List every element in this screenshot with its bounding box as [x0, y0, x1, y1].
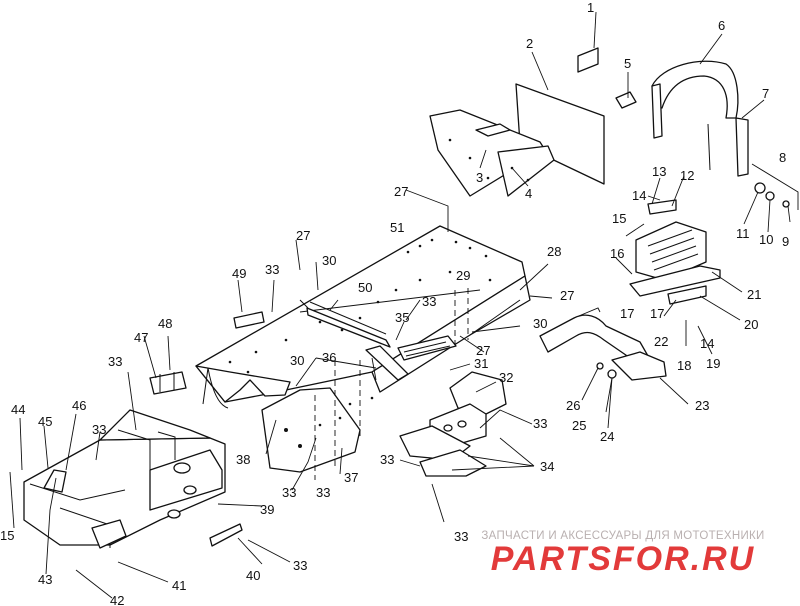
callout-5: 5: [624, 56, 631, 71]
callout-13: 13: [652, 164, 666, 179]
callout-14-bottom: 14: [700, 336, 714, 351]
callout-22: 22: [654, 334, 668, 349]
callout-2: 2: [526, 36, 533, 51]
callout-48: 48: [158, 316, 172, 331]
watermark-logo: PARTSFOR.RU: [490, 540, 756, 578]
callout-33-i: 33: [454, 529, 468, 544]
callout-33-f: 33: [380, 452, 394, 467]
rear-flap-assembly: [429, 47, 637, 197]
callout-36: 36: [322, 350, 336, 365]
callout-38: 38: [236, 452, 250, 467]
callout-30-right: 30: [533, 316, 547, 331]
callout-47: 47: [134, 330, 148, 345]
callout-23: 23: [695, 398, 709, 413]
leader-lines: [9, 11, 799, 599]
front-brackets: [149, 311, 265, 547]
callout-33-c: 33: [108, 354, 122, 369]
callout-28: 28: [547, 244, 561, 259]
callout-16: 16: [610, 246, 624, 261]
callout-21: 21: [747, 287, 761, 302]
callout-15-right: 15: [612, 211, 626, 226]
callout-29: 29: [456, 268, 470, 283]
callout-31: 31: [474, 356, 488, 371]
callout-19: 19: [706, 356, 720, 371]
site-watermark: ЗАПЧАСТИ И АКСЕССУАРЫ ДЛЯ МОТОТЕХНИКИ PA…: [458, 530, 788, 576]
callout-17-right: 17: [650, 306, 664, 321]
callout-44: 44: [11, 402, 25, 417]
callout-33-g: 33: [282, 485, 296, 500]
side-plate-holes: [284, 396, 374, 448]
callout-39: 39: [260, 502, 274, 517]
front-bulkhead: [23, 409, 226, 549]
callout-3: 3: [476, 170, 483, 185]
callout-30-top: 30: [322, 253, 336, 268]
callout-30-mid: 30: [290, 353, 304, 368]
callout-33-h: 33: [316, 485, 330, 500]
tunnel-rivet-holes: [228, 238, 492, 374]
rear-bumper-bar: [539, 314, 667, 381]
callout-12: 12: [680, 168, 694, 183]
callout-25: 25: [572, 418, 586, 433]
callout-27-mid: 27: [476, 343, 490, 358]
callout-33-b: 33: [422, 294, 436, 309]
callout-32: 32: [499, 370, 513, 385]
callout-40: 40: [246, 568, 260, 583]
callout-33-e: 33: [533, 416, 547, 431]
callout-34: 34: [540, 459, 554, 474]
callout-33-j: 33: [293, 558, 307, 573]
callout-50: 50: [358, 280, 372, 295]
callout-35: 35: [395, 310, 409, 325]
callout-27-top: 27: [394, 184, 408, 199]
callout-10: 10: [759, 232, 773, 247]
callout-49: 49: [232, 266, 246, 281]
callout-6: 6: [718, 18, 725, 33]
callout-42: 42: [110, 593, 124, 606]
rear-bumper-handle: [651, 60, 749, 177]
callout-24: 24: [600, 429, 614, 444]
hitch-bracket: [629, 182, 790, 305]
watermark-caption: ЗАПЧАСТИ И АКСЕССУАРЫ ДЛЯ МОТОТЕХНИКИ: [481, 530, 765, 542]
callout-33-d: 33: [92, 422, 106, 437]
suspension-mount-plates: [399, 371, 507, 477]
tunnel-assembly: [195, 225, 531, 480]
callout-33-a: 33: [265, 262, 279, 277]
callout-11: 11: [736, 226, 750, 241]
callout-14-top: 14: [632, 188, 646, 203]
callout-41: 41: [172, 578, 186, 593]
callout-18: 18: [677, 358, 691, 373]
callout-46: 46: [72, 398, 86, 413]
callout-43: 43: [38, 572, 52, 587]
callout-4: 4: [525, 186, 532, 201]
callout-8: 8: [779, 150, 786, 165]
callout-20: 20: [744, 317, 758, 332]
callout-9: 9: [782, 234, 789, 249]
callout-7: 7: [762, 86, 769, 101]
callout-27-left: 27: [296, 228, 310, 243]
callout-1: 1: [587, 0, 594, 15]
callout-27-right: 27: [560, 288, 574, 303]
callout-37: 37: [344, 470, 358, 485]
callout-26: 26: [566, 398, 580, 413]
callout-45: 45: [38, 414, 52, 429]
callout-15-left: 15: [0, 528, 14, 543]
callout-17-left: 17: [620, 306, 634, 321]
callout-51: 51: [390, 220, 404, 235]
